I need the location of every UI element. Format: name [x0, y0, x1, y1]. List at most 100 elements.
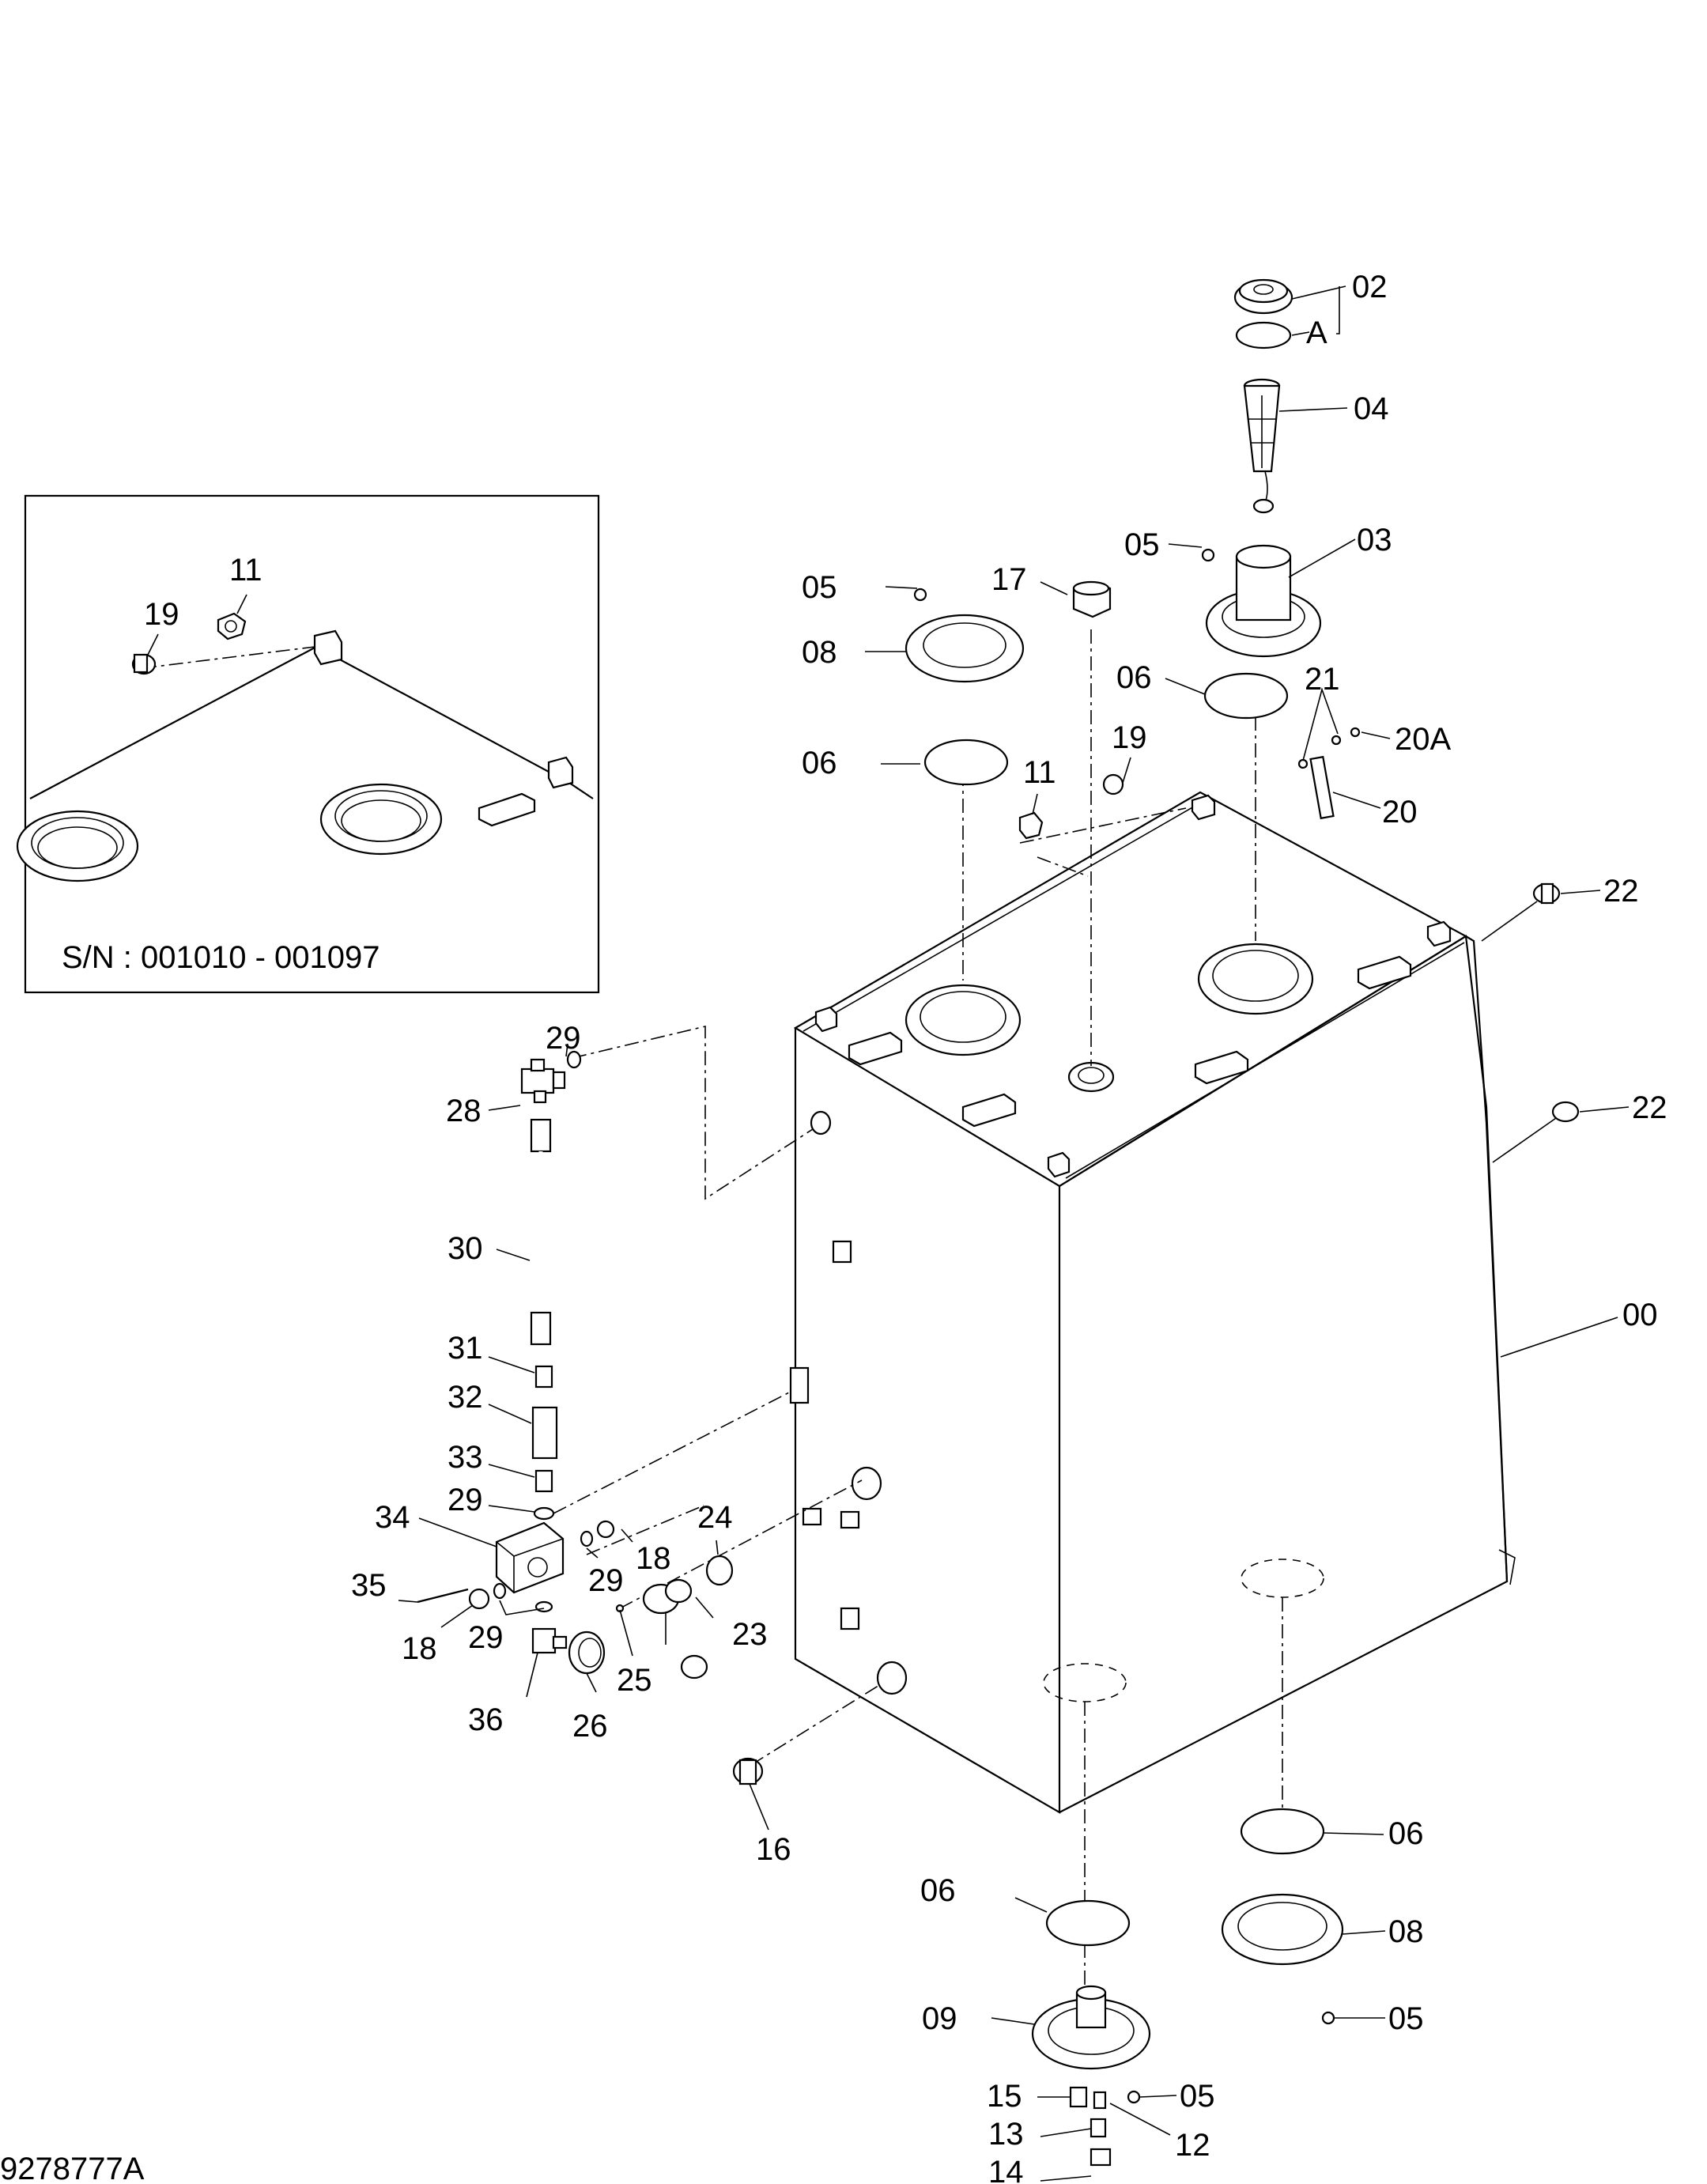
tank-body — [789, 791, 1516, 1814]
flange-cover-icon — [904, 614, 1025, 683]
center-lines — [553, 629, 1283, 2061]
o-ring-icon — [923, 739, 1009, 786]
callout-12: 12 — [1175, 2128, 1210, 2163]
callout-24: 24 — [697, 1500, 733, 1535]
callout-32: 32 — [448, 1380, 483, 1415]
tank-filler-port-icon — [1067, 1061, 1115, 1093]
callout-17: 17 — [991, 562, 1027, 597]
callout-33: 33 — [448, 1440, 483, 1475]
top-parts — [904, 278, 1580, 1123]
plug-18-icon — [468, 1588, 490, 1610]
callout-22-lower: 22 — [1632, 1090, 1667, 1125]
callout-22-upper: 22 — [1603, 874, 1639, 909]
callout-labels: 02 A 04 05 03 05 17 08 06 06 21 20A 19 1… — [351, 270, 1667, 2184]
o-ring-icon — [493, 1582, 507, 1600]
callout-25: 25 — [617, 1663, 652, 1698]
o-ring-A-icon — [1235, 321, 1292, 350]
callout-06-bottom-right: 06 — [1388, 1816, 1424, 1851]
plug-16-icon — [732, 1757, 764, 1785]
inset-label-11: 11 — [229, 553, 262, 588]
inset-flange-right-icon — [319, 783, 443, 856]
flange-bottom-icon — [1221, 1893, 1344, 1966]
callout-05-top-right: 05 — [1124, 527, 1160, 562]
plug-icon — [1102, 773, 1124, 795]
sensor-23-icon — [642, 1578, 708, 1680]
callout-31: 31 — [448, 1331, 483, 1366]
o-ring-icon — [1240, 1808, 1325, 1855]
adapter-31-icon — [534, 1365, 553, 1389]
check-valve-icon — [531, 1406, 558, 1460]
callout-20A: 20A — [1395, 722, 1451, 757]
callout-05-bottom-right: 05 — [1388, 2001, 1424, 2036]
ring-24-icon — [705, 1555, 734, 1586]
bolt-icon — [1321, 2011, 1335, 2025]
callout-06-top-left: 06 — [802, 746, 837, 780]
manifold-block-icon — [495, 1521, 565, 1594]
o-ring-icon — [533, 1506, 555, 1521]
inset-nut-icon — [217, 612, 247, 640]
callout-04: 04 — [1354, 391, 1389, 426]
callout-14: 14 — [988, 2155, 1024, 2184]
callout-30: 30 — [448, 1231, 483, 1266]
cap-icon — [1233, 278, 1293, 315]
callout-26: 26 — [572, 1709, 608, 1744]
adapter-33-icon — [534, 1469, 553, 1493]
fitting-13-icon — [1090, 2118, 1107, 2138]
bolt-icon — [1127, 2090, 1141, 2104]
drawing-number: 9278777A — [0, 2152, 145, 2184]
o-ring-icon — [1045, 1899, 1131, 1947]
fitting-14-icon — [1090, 2148, 1112, 2167]
leader-lines — [398, 285, 1630, 2182]
callout-05-top-left: 05 — [802, 570, 837, 605]
callout-02: 02 — [1352, 270, 1388, 304]
o-ring-icon — [566, 1050, 582, 1069]
tank-opening-right-icon — [1197, 943, 1314, 1015]
callout-18-upper: 18 — [636, 1541, 671, 1576]
breather-icon — [1072, 580, 1112, 618]
callout-A: A — [1306, 316, 1327, 350]
drain-valve-icon — [531, 1627, 568, 1654]
callout-36: 36 — [468, 1702, 504, 1737]
tee-fitting-icon — [520, 1058, 566, 1104]
callout-20: 20 — [1382, 795, 1418, 829]
level-gauge-icon — [1297, 727, 1361, 820]
callout-21: 21 — [1305, 662, 1340, 697]
callout-34: 34 — [375, 1500, 410, 1535]
callout-06-top-right: 06 — [1116, 660, 1152, 695]
callout-29-mid: 29 — [448, 1483, 483, 1517]
callout-08-top: 08 — [802, 635, 837, 670]
filler-neck-icon — [1205, 544, 1322, 658]
callout-19: 19 — [1112, 720, 1147, 755]
nut-icon — [1018, 811, 1044, 840]
plug-18-upper-icon — [596, 1520, 615, 1539]
inset-label-19: 19 — [144, 597, 179, 632]
callout-29-lower: 29 — [468, 1620, 504, 1655]
callout-13: 13 — [988, 2117, 1024, 2152]
bolt-icon — [913, 588, 927, 602]
fitting-12-icon — [1093, 2091, 1107, 2110]
o-ring-icon — [580, 1530, 594, 1547]
callout-35: 35 — [351, 1568, 387, 1603]
callout-03: 03 — [1357, 523, 1392, 557]
serial-range-label: S/N : 001010 - 001097 — [62, 940, 380, 975]
hose-icon — [530, 1118, 552, 1346]
callout-23: 23 — [732, 1617, 768, 1652]
fitting-15-icon — [1069, 2086, 1088, 2108]
cover-26-icon — [568, 1630, 606, 1675]
inset-plug-icon — [131, 653, 157, 675]
o-ring-icon — [1203, 672, 1289, 720]
callout-16: 16 — [756, 1832, 791, 1867]
bottom-parts — [1031, 1808, 1344, 2167]
callout-28: 28 — [446, 1094, 482, 1128]
tank-opening-left-icon — [904, 984, 1022, 1056]
strainer-icon — [1243, 378, 1281, 514]
o-ring-icon — [534, 1600, 553, 1613]
bolt-35-icon — [417, 1588, 469, 1604]
inset-detail: 11 19 S/N : 001010 - 001097 — [16, 494, 600, 994]
callout-00: 00 — [1622, 1298, 1658, 1332]
callout-08-bottom: 08 — [1388, 1914, 1424, 1949]
callout-11: 11 — [1023, 755, 1056, 790]
callout-18-lower: 18 — [402, 1631, 437, 1666]
callout-06-bottom-left: 06 — [920, 1873, 956, 1908]
